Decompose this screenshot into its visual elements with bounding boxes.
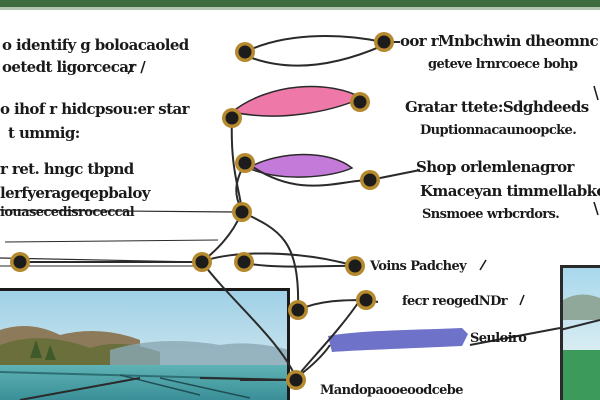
right-text-3: Gratar ttete:Sdghdeeds bbox=[405, 98, 589, 116]
left-text-5: r ret. hngc tbpnd bbox=[0, 160, 134, 178]
right-text-8: Voins Padchey bbox=[370, 259, 467, 274]
left-text-2: oetedt ligorcecar / bbox=[2, 58, 146, 76]
right-text-9: fecr reogedNDr bbox=[402, 294, 508, 309]
left-text-6: lerfyerageqepbaloy bbox=[0, 184, 150, 202]
right-text-7: Snsmoee wrbcrdors. bbox=[422, 207, 560, 222]
right-text-2: geteve lrnrcoece bohp bbox=[428, 57, 578, 72]
blue-shape bbox=[328, 328, 468, 352]
left-text-3: o ihof r hidcpsou:er star bbox=[0, 100, 190, 118]
left-text-7: iouasecedisroceccal bbox=[0, 205, 135, 220]
right-text-10: Seuloiro bbox=[470, 331, 527, 346]
landscape-photo-left bbox=[0, 291, 291, 400]
violet-leaf bbox=[246, 153, 354, 178]
pink-leaf bbox=[230, 85, 364, 117]
left-text-1: o identify g boloacaoled bbox=[2, 36, 189, 54]
right-text-1: oor rMnbchwin dheomnc bbox=[400, 32, 599, 50]
right-text-5: Shop orlemlenagror bbox=[416, 158, 574, 176]
landscape-photo-right bbox=[560, 265, 600, 400]
left-text-4: t ummig: bbox=[8, 124, 80, 142]
right-text-11: Mandopaooeoodcebe bbox=[320, 383, 464, 398]
pin-markers bbox=[10, 32, 394, 390]
top-green-band bbox=[0, 0, 600, 7]
right-text-4: Duptionnacaunoopcke. bbox=[420, 123, 577, 138]
right-text-6: Kmaceyan timmellabke bbox=[420, 182, 600, 200]
